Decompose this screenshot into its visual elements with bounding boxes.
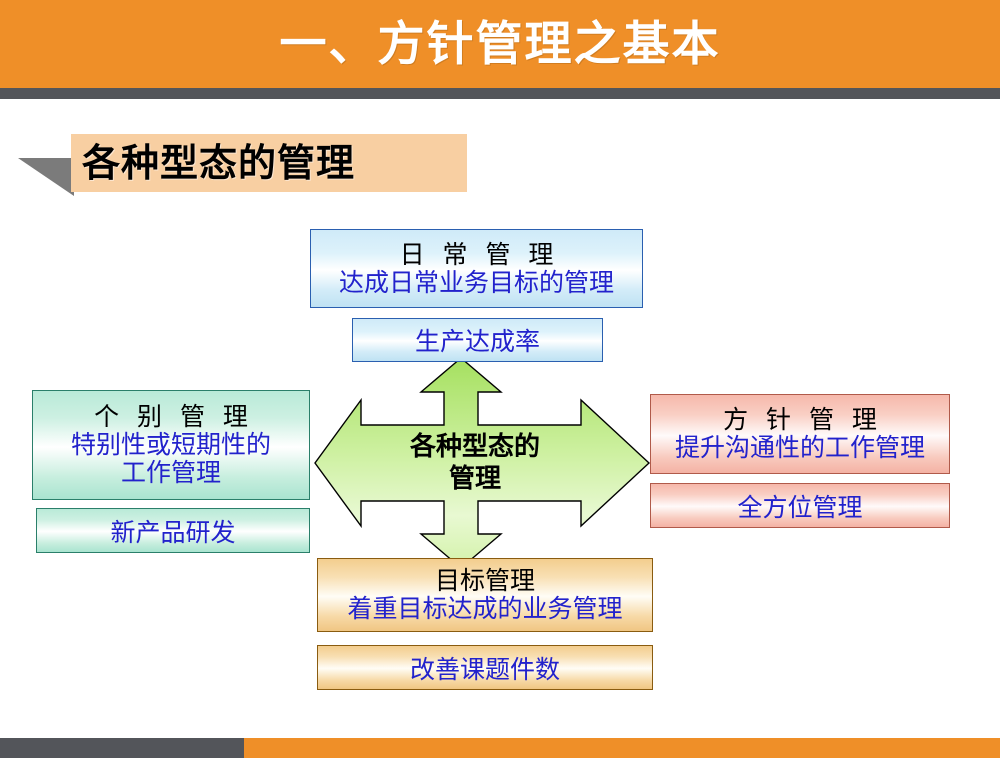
section-subtitle: 各种型态的管理 [82,141,356,185]
node-individual-desc-line2: 工作管理 [120,458,221,487]
node-daily-title: 日 常 管 理 [399,239,559,269]
footer-gray-segment [0,738,244,758]
node-objective-management[interactable]: 目标管理 着重目标达成的业务管理 [317,558,653,632]
four-way-arrow-icon [313,356,651,570]
footer-orange-segment [244,738,1000,758]
subtitle-wedge-icon [18,158,74,196]
page-title: 一、方针管理之基本 [279,16,721,72]
header-accent-strip [0,88,1000,99]
node-policy-title: 方 针 管 理 [723,405,882,434]
subtitle-band [71,134,467,192]
node-policy-management[interactable]: 方 针 管 理 提升沟通性的工作管理 [650,394,950,474]
node-objective-desc: 着重目标达成的业务管理 [347,594,623,623]
node-individual-desc-line1: 特别性或短期性的 [70,430,271,459]
node-individual-title: 个 别 管 理 [94,402,253,431]
indicator-objective-management[interactable]: 改善课题件数 [317,645,653,690]
node-daily-desc: 达成日常业务目标的管理 [338,267,614,297]
indicator-individual-management[interactable]: 新产品研发 [36,508,310,553]
slide-header-bar [0,0,1000,88]
node-individual-management[interactable]: 个 别 管 理 特别性或短期性的 工作管理 [32,390,310,500]
management-types-diagram: 各种型态的 管理 日 常 管 理 达成日常业务目标的管理 生产达成率 个 别 管… [0,198,1000,708]
indicator-daily-management[interactable]: 生产达成率 [352,318,603,362]
indicator-policy-management[interactable]: 全方位管理 [650,483,950,528]
node-objective-title: 目标管理 [434,566,535,595]
node-daily-management[interactable]: 日 常 管 理 达成日常业务目标的管理 [310,229,643,308]
node-policy-desc: 提升沟通性的工作管理 [674,433,925,462]
